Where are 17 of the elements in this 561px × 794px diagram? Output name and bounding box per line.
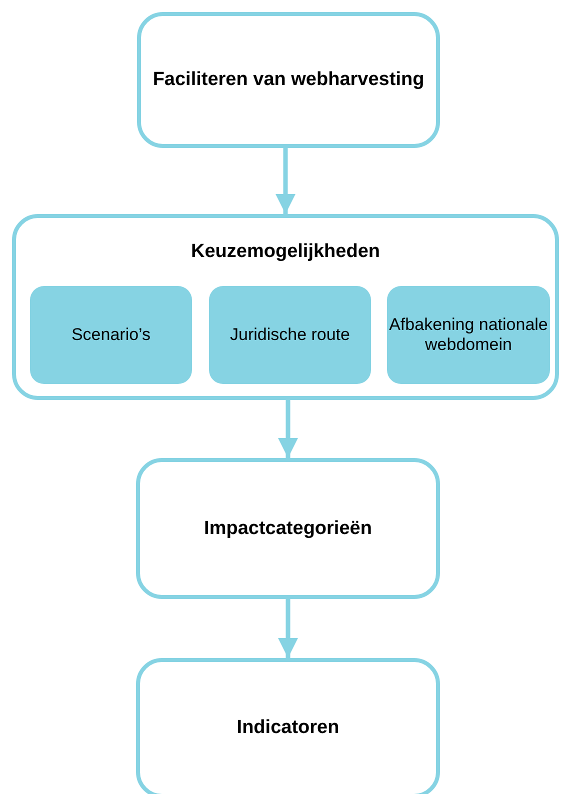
box-label: Afbakening nationale webdomein bbox=[388, 315, 549, 355]
box-label: Faciliteren van webharvesting bbox=[152, 68, 424, 92]
option-box bbox=[209, 286, 371, 384]
arrow bbox=[278, 599, 298, 658]
box-label: Scenario’s bbox=[71, 325, 151, 345]
process-box bbox=[12, 214, 559, 400]
arrow bbox=[275, 148, 296, 214]
box-label: Impactcategorieën bbox=[204, 516, 372, 540]
group-heading: Keuzemogelijkheden bbox=[191, 240, 380, 264]
box-label: Juridische route bbox=[230, 325, 350, 345]
arrow bbox=[278, 400, 298, 458]
process-box bbox=[136, 458, 440, 599]
box-label: Indicatoren bbox=[236, 716, 340, 740]
process-box bbox=[137, 12, 440, 148]
option-box bbox=[30, 286, 192, 384]
process-box bbox=[136, 658, 440, 794]
option-box bbox=[387, 286, 550, 384]
